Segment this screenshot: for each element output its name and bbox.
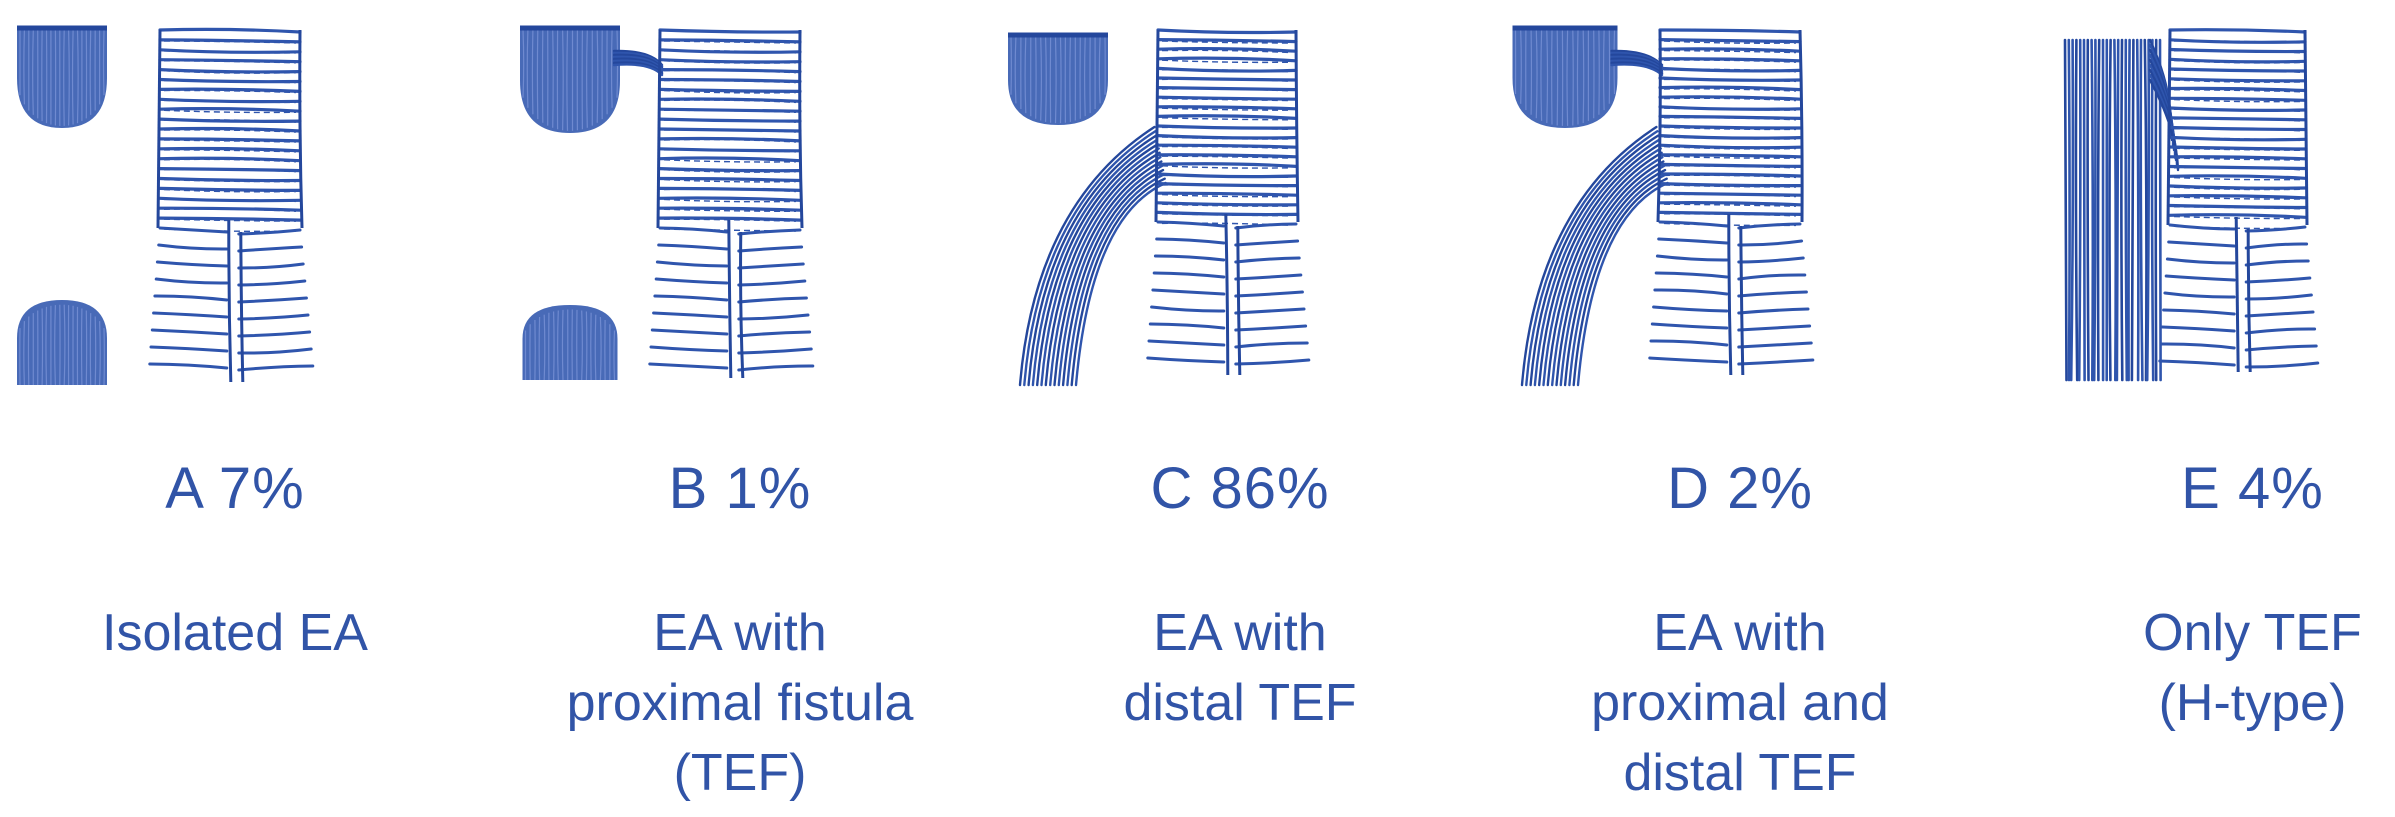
type-b-description: EA with proximal fistula (TEF) [500,598,980,808]
type-e-description-line: Only TEF [2143,604,2362,662]
type-b-percentage-label: B 1% [668,456,812,521]
type-a-description: Isolated EA [0,598,470,668]
type-c-description-line: EA with [1153,604,1327,662]
esophagus-upper-pouch [1008,32,1108,125]
type-c-anatomy-drawing [1008,28,1311,387]
type-b-description-line: EA with [653,604,827,662]
esophagus-upper-pouch [520,25,620,133]
proximal-fistula [1610,49,1664,77]
type-b-anatomy-drawing [520,25,815,381]
type-a-percentage-label: A 7% [165,456,305,521]
type-e-description-line: (H-type) [2158,674,2347,732]
distal-fistula [1018,125,1167,387]
type-c-description-line: distal TEF [1123,674,1357,732]
distal-fistula [1520,125,1669,387]
type-d-description: EA with proximal and distal TEF [1500,598,1980,808]
panel-type-b: B 1% EA with proximal fistula (TEF) [500,0,980,817]
trachea [1146,28,1311,376]
esophagus-lower-segment [522,305,618,381]
type-b-description-line: proximal fistula [566,674,914,732]
type-e-anatomy-drawing [2063,28,2320,382]
esophagus-upper-pouch [1512,25,1618,128]
panel-type-c: C 86% EA with distal TEF [1000,0,1480,817]
type-c-description: EA with distal TEF [1000,598,1480,738]
type-a-anatomy-drawing [17,25,315,386]
trachea [148,27,315,383]
trachea [1648,28,1815,376]
type-d-percentage-label: D 2% [1667,456,1813,521]
trachea [648,28,815,379]
esophagus-continuous [2063,38,2162,382]
type-d-description-line: EA with [1653,604,1827,662]
type-c-percentage-label: C 86% [1150,456,1330,521]
proximal-fistula [612,49,664,77]
type-d-description-line: distal TEF [1623,744,1857,802]
type-b-description-line: (TEF) [673,744,807,802]
esophagus-upper-pouch [17,25,107,128]
type-d-anatomy-drawing [1512,25,1815,387]
type-e-percentage-label: E 4% [2181,456,2324,521]
panel-type-e: E 4% Only TEF (H-type) [2000,0,2395,817]
type-a-description-line: Isolated EA [102,604,368,662]
panel-type-d: D 2% EA with proximal and distal TEF [1500,0,1980,817]
esophagus-lower-segment [17,300,107,386]
panel-type-a: A 7% Isolated EA [0,0,470,817]
type-d-description-line: proximal and [1591,674,1889,732]
type-e-description: Only TEF (H-type) [2110,598,2395,738]
trachea [2158,28,2320,373]
